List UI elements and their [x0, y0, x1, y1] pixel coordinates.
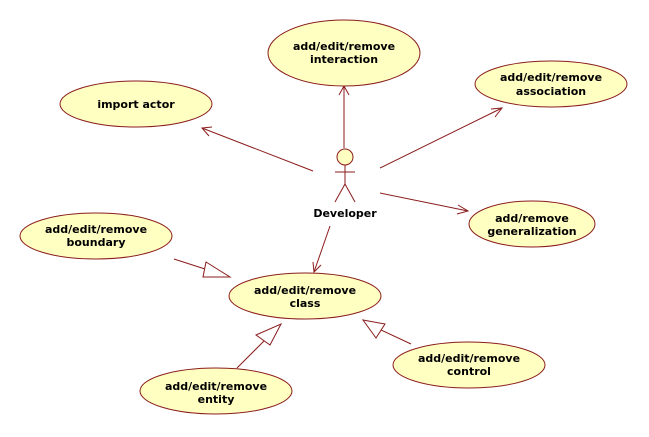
association-actor-class — [312, 225, 331, 274]
usecase-boundary-line1: add/edit/remove — [45, 223, 147, 236]
usecase-entity-line1: add/edit/remove — [165, 380, 267, 393]
usecase-generalization-line1: add/remove — [495, 212, 569, 225]
actor-developer[interactable]: Developer — [313, 148, 377, 220]
generalization-entity-class — [236, 322, 283, 369]
usecase-association-line2: association — [516, 85, 586, 98]
usecase-interaction-line1: add/edit/remove — [293, 40, 395, 53]
usecase-class[interactable]: add/edit/remove class — [228, 272, 382, 320]
generalization-boundary-class — [173, 258, 232, 278]
usecase-class-line2: class — [290, 297, 321, 310]
usecase-import-actor[interactable]: import actor — [59, 80, 213, 128]
usecase-entity[interactable]: add/edit/remove entity — [139, 367, 293, 415]
usecase-generalization[interactable]: add/remove generalization — [468, 200, 596, 248]
usecase-interaction[interactable]: add/edit/remove interaction — [267, 19, 421, 87]
usecase-import-actor-line1: import actor — [97, 98, 175, 111]
usecase-class-line1: add/edit/remove — [254, 284, 356, 297]
usecase-generalization-line2: generalization — [487, 225, 576, 238]
usecase-control-line2: control — [447, 365, 491, 378]
usecase-association[interactable]: add/edit/remove association — [474, 60, 628, 108]
usecase-boundary[interactable]: add/edit/remove boundary — [19, 212, 173, 260]
association-actor-interaction — [338, 84, 350, 148]
usecase-boundary-line2: boundary — [67, 236, 126, 249]
association-actor-generalization — [379, 192, 470, 215]
usecase-association-line1: add/edit/remove — [500, 71, 602, 84]
generalization-control-class — [361, 319, 412, 345]
usecase-interaction-line2: interaction — [310, 53, 378, 66]
usecase-control-line1: add/edit/remove — [418, 352, 520, 365]
association-actor-association — [379, 107, 504, 169]
actor-head — [336, 148, 354, 166]
usecase-control[interactable]: add/edit/remove control — [392, 341, 546, 389]
usecase-entity-line2: entity — [198, 393, 235, 406]
association-actor-import-actor — [200, 126, 314, 172]
actor-name: Developer — [313, 207, 377, 220]
